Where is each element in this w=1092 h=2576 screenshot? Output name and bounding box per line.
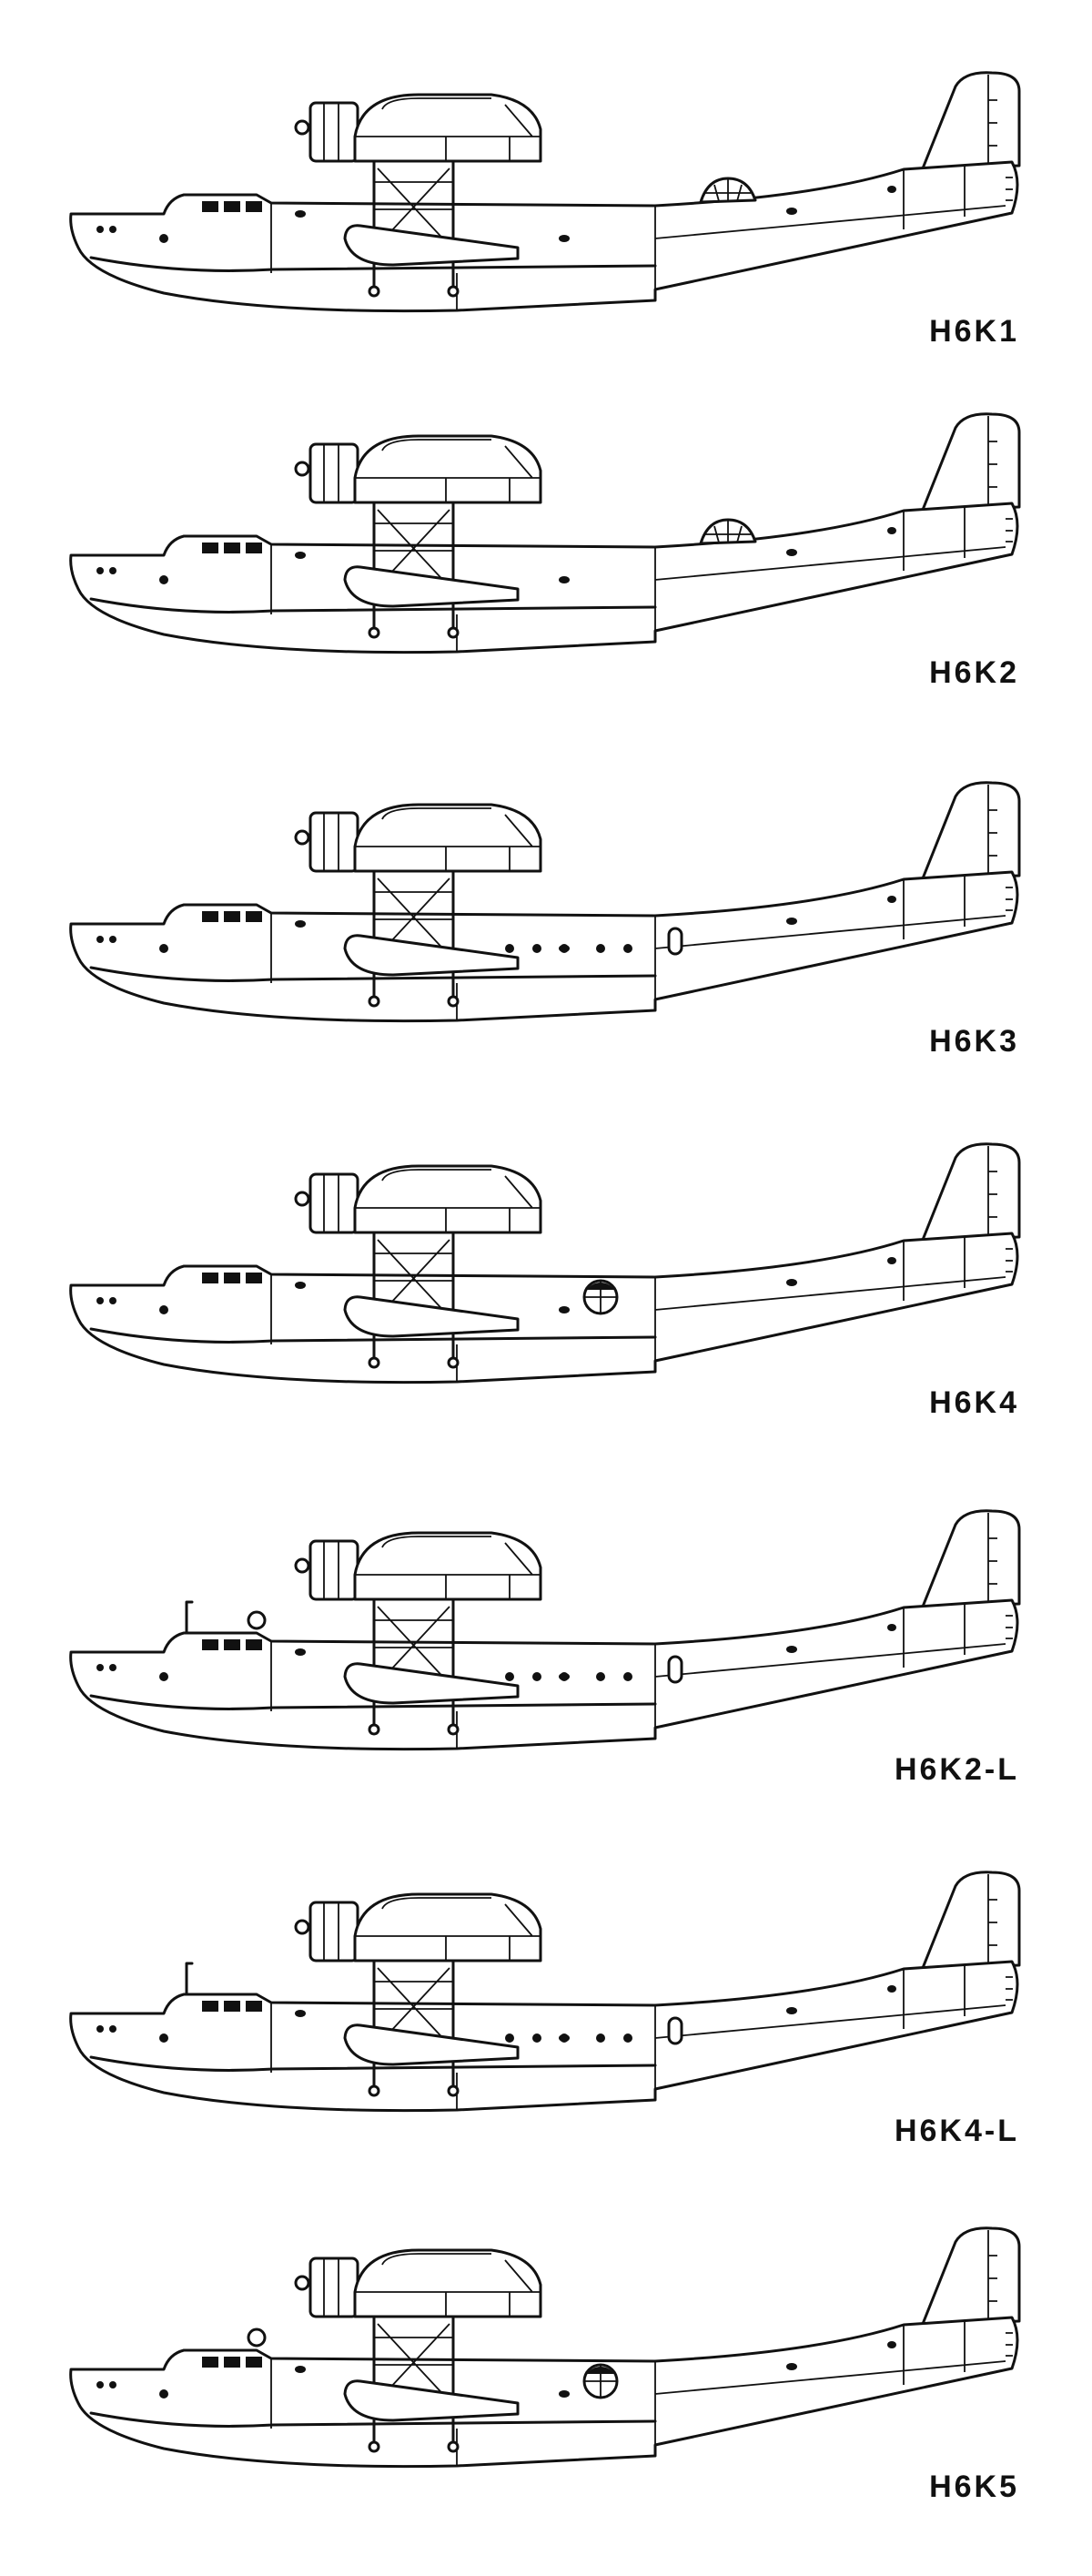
- wing-float: [343, 1662, 520, 1736]
- aircraft-profile-h6k5: H6K5: [0, 2155, 1092, 2520]
- wing-section: [353, 434, 542, 504]
- aircraft-drawing: [69, 1509, 1021, 1751]
- engine-nacelle: [294, 811, 359, 873]
- hull: [69, 870, 1019, 1023]
- radome-ball: [247, 2328, 267, 2348]
- radome-ball: [247, 1610, 267, 1630]
- aircraft-drawing: [69, 781, 1021, 1023]
- tail-fin: [921, 1509, 1021, 1608]
- wing-section: [353, 93, 542, 163]
- aircraft-profile-h6k2-l: H6K2-L: [0, 1438, 1092, 1802]
- roundel: [582, 2363, 619, 2399]
- dorsal-turret: [699, 518, 757, 545]
- antenna-mast: [185, 1600, 194, 1635]
- variant-label: H6K4: [929, 1385, 1019, 1420]
- tail-fin: [921, 1142, 1021, 1242]
- aircraft-profile-h6k1: H6K1: [0, 0, 1092, 364]
- wing-section: [353, 1164, 542, 1234]
- hull: [69, 160, 1019, 313]
- engine-nacelle: [294, 442, 359, 504]
- engine-nacelle: [294, 1539, 359, 1601]
- engine-nacelle: [294, 101, 359, 163]
- tail-fin: [921, 412, 1021, 512]
- variant-label: H6K1: [929, 314, 1019, 349]
- hull: [69, 1232, 1019, 1384]
- hull: [69, 502, 1019, 654]
- aircraft-profile-h6k4: H6K4: [0, 1071, 1092, 1435]
- aircraft-drawing: [69, 1142, 1021, 1384]
- variant-label: H6K3: [929, 1024, 1019, 1059]
- portholes: [505, 1655, 683, 1684]
- variant-label: H6K2-L: [894, 1752, 1019, 1787]
- wing-float: [343, 1295, 520, 1369]
- tail-fin: [921, 1871, 1021, 1970]
- portholes: [505, 2016, 683, 2045]
- wing-section: [353, 1892, 542, 1962]
- hull: [69, 1598, 1019, 1751]
- wing-float: [343, 2379, 520, 2453]
- aircraft-profile-h6k2: H6K2: [0, 341, 1092, 705]
- aircraft-drawing: [69, 71, 1021, 313]
- engine-nacelle: [294, 1172, 359, 1234]
- hull: [69, 2316, 1019, 2469]
- variant-label: H6K4-L: [894, 2114, 1019, 2148]
- wing-section: [353, 2248, 542, 2318]
- portholes: [505, 927, 683, 956]
- wing-section: [353, 803, 542, 873]
- engine-nacelle: [294, 2257, 359, 2318]
- wing-float: [343, 2023, 520, 2097]
- hull: [69, 1960, 1019, 2113]
- aircraft-drawing: [69, 1871, 1021, 2113]
- aircraft-drawing: [69, 2226, 1021, 2469]
- wing-float: [343, 565, 520, 639]
- variant-label: H6K2: [929, 655, 1019, 690]
- wing-float: [343, 934, 520, 1008]
- roundel: [582, 1279, 619, 1315]
- aircraft-profile-h6k3: H6K3: [0, 710, 1092, 1074]
- antenna-mast: [185, 1962, 194, 1996]
- tail-fin: [921, 71, 1021, 170]
- aircraft-profile-h6k4-l: H6K4-L: [0, 1800, 1092, 2164]
- tail-fin: [921, 2226, 1021, 2326]
- wing-section: [353, 1531, 542, 1601]
- dorsal-turret: [699, 177, 757, 204]
- aircraft-drawing: [69, 412, 1021, 654]
- wing-float: [343, 224, 520, 298]
- engine-nacelle: [294, 1901, 359, 1962]
- variant-label: H6K5: [929, 2470, 1019, 2504]
- tail-fin: [921, 781, 1021, 880]
